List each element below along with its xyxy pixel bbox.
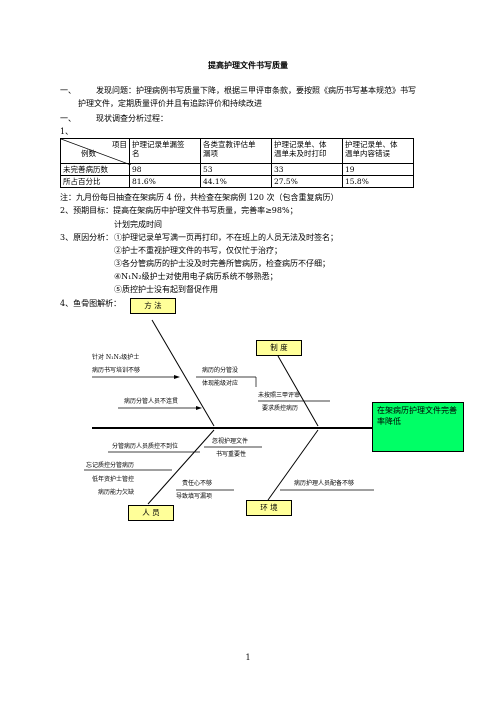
category-environment: 环 境 bbox=[246, 500, 292, 516]
method-cause-1a: 针对 N₁N₂级护士 bbox=[92, 354, 140, 361]
table-header-cell: 护理记录单、体温单内容错误 bbox=[342, 138, 414, 164]
table-row: 所占百分比 81.6% 44.1% 27.5% 15.8% bbox=[60, 175, 414, 188]
category-system: 制 度 bbox=[256, 340, 302, 356]
reason-item: ⑤质控护士没有起到督促作用 bbox=[114, 285, 218, 294]
people-cause-2a: 忽视护理文件 bbox=[212, 438, 249, 445]
people-bone bbox=[147, 429, 215, 505]
corner-top-label: 项目 bbox=[112, 140, 127, 149]
survey-note: 注：九月份每日抽查在架病历 4 份，共检查在架病例 120 次（包含重复病历） bbox=[60, 193, 339, 202]
reason-item: ①护理记录单写满一页再打印，不在班上的人员无法及时签名； bbox=[114, 233, 338, 242]
corner-bottom-label: 例数 bbox=[81, 149, 96, 158]
problem-line-1: 发现问题：护理病例书写质量下降，根据三甲评审条款，要按照《病历书写基本规范》书写 bbox=[96, 86, 416, 95]
table-cell: 81.6% bbox=[129, 175, 201, 188]
fishbone-result-box: 在架病历护理文件完善率降低 bbox=[372, 402, 464, 452]
table-header-row: 项目 例数 护理记录单漏签名 各类宣教评估单漏项 护理记录单、体温单未及时打印 … bbox=[60, 138, 414, 165]
table-cell: 19 bbox=[342, 163, 414, 176]
system-cause-1b: 要求质控病历 bbox=[262, 405, 299, 412]
people-cause-2b: 书写重要性 bbox=[216, 451, 247, 458]
people-cause-4b: 导致填写漏项 bbox=[176, 493, 213, 500]
corner-diagonal bbox=[61, 139, 131, 165]
cause-analysis-head: 3、原因分析： bbox=[60, 233, 114, 242]
section-number-2: 一、 bbox=[60, 114, 76, 123]
reason-item: ④N₁N₂级护士对使用电子病历系统不够熟悉； bbox=[114, 272, 278, 281]
table-corner-cell: 项目 例数 bbox=[60, 138, 131, 165]
survey-heading: 现状调查分析过程： bbox=[96, 114, 168, 123]
method-cause-2b: 体现能级对应 bbox=[202, 380, 239, 387]
category-people: 人 员 bbox=[128, 505, 174, 521]
method-bone bbox=[151, 319, 215, 427]
people-cause-1: 分管病历人员质控不到位 bbox=[112, 443, 179, 450]
people-cause-4a: 责任心不够 bbox=[182, 480, 213, 487]
planned-time: 计划完成时间 bbox=[114, 220, 162, 229]
fishbone-heading: 4、鱼骨图解析： bbox=[60, 299, 122, 308]
table-header-cell: 护理记录单漏签名 bbox=[129, 138, 201, 164]
people-cause-3b: 低年资护士管控 bbox=[92, 476, 135, 483]
page-number: 1 bbox=[245, 653, 251, 662]
people-cause-3c: 病历能力欠缺 bbox=[98, 489, 135, 496]
method-cause-2a: 病历的分管没 bbox=[202, 367, 239, 374]
table-row: 未完善病历数 98 53 33 19 bbox=[60, 163, 414, 176]
method-cause-1b: 病历书写培训不够 bbox=[92, 367, 141, 374]
survey-table: 项目 例数 护理记录单漏签名 各类宣教评估单漏项 护理记录单、体温单未及时打印 … bbox=[60, 138, 414, 188]
system-cause-1a: 未按照三甲评审 bbox=[258, 392, 301, 399]
people-cause-3a: 忘记质控分管病历 bbox=[86, 462, 135, 469]
environment-bone bbox=[267, 429, 319, 501]
problem-line-2: 护理文件，定期质量评价并且有追踪评价和持续改进 bbox=[78, 99, 262, 108]
document-title: 提高护理文件书写质量 bbox=[208, 60, 288, 70]
reason-item: ②护士不重视护理文件的书写，仅仅忙于治疗； bbox=[114, 246, 282, 255]
system-bone bbox=[277, 355, 319, 427]
item-1-label: 1、 bbox=[60, 127, 74, 136]
category-method: 方 法 bbox=[130, 298, 176, 314]
reason-item: ③各分管病历的护士没及时完善所管病历，检查病历不仔细； bbox=[114, 259, 330, 268]
environment-cause-1: 病历护理人员配备不够 bbox=[294, 480, 355, 487]
section-number: 一、 bbox=[60, 86, 76, 95]
method-cause-3: 病历分管人员不连贯 bbox=[124, 398, 179, 405]
expected-goal: 2、预期目标：提高在架病历中护理文件书写质量，完善率≥98%； bbox=[60, 206, 298, 215]
table-cell: 15.8% bbox=[342, 175, 414, 188]
table-header-cell: 护理记录单、体温单未及时打印 bbox=[271, 138, 343, 164]
